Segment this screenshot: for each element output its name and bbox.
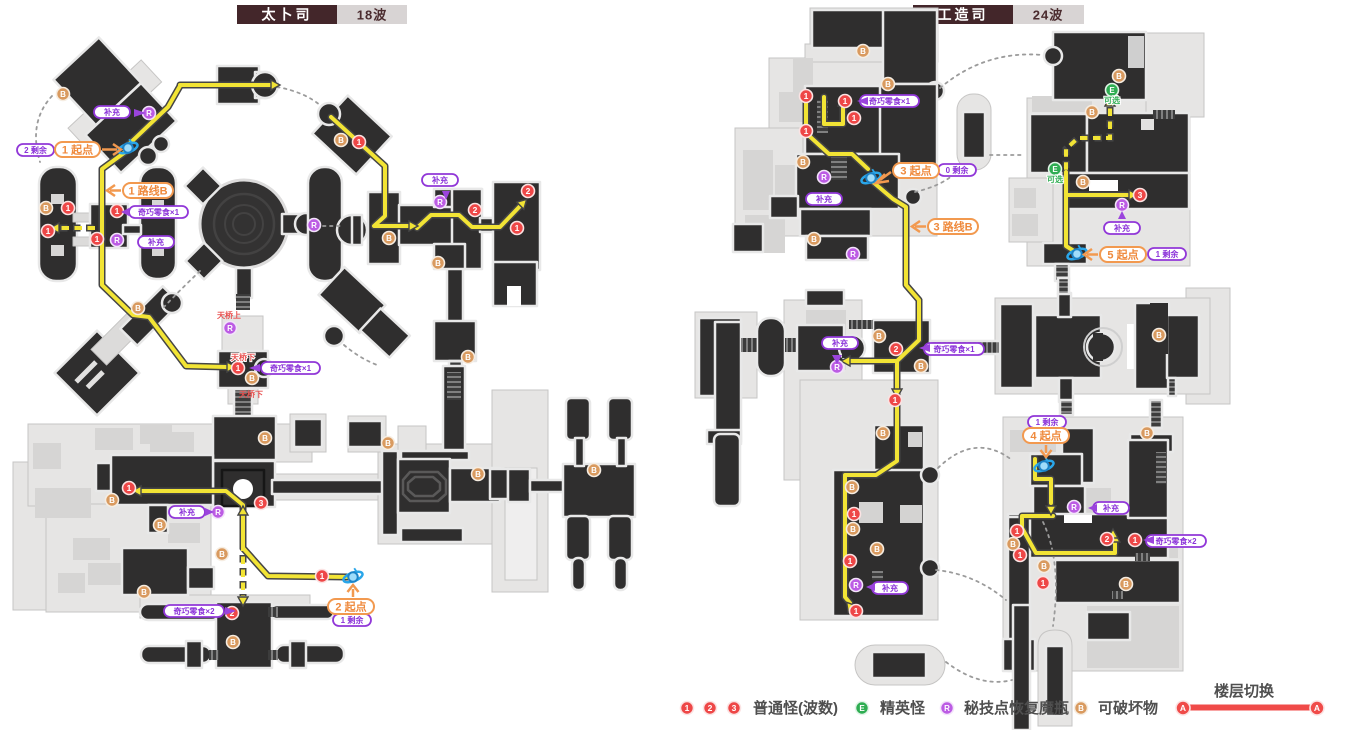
svg-text:0 剩余: 0 剩余 xyxy=(946,165,970,175)
svg-text:1 起点: 1 起点 xyxy=(62,143,93,157)
svg-text:补充: 补充 xyxy=(103,107,120,117)
svg-text:4 起点: 4 起点 xyxy=(1030,429,1061,443)
svg-text:楼层切换: 楼层切换 xyxy=(1214,682,1275,700)
svg-text:补充: 补充 xyxy=(147,237,164,247)
svg-text:3 路线B: 3 路线B xyxy=(933,220,972,234)
svg-text:可破坏物: 可破坏物 xyxy=(1098,699,1158,717)
svg-text:天桥上: 天桥上 xyxy=(217,310,241,320)
svg-text:补充: 补充 xyxy=(178,507,195,517)
svg-text:2 起点: 2 起点 xyxy=(335,600,366,614)
svg-text:奇巧零食×2: 奇巧零食×2 xyxy=(173,606,215,616)
svg-text:A: A xyxy=(1314,703,1320,713)
svg-text:1 剩余: 1 剩余 xyxy=(1036,417,1060,427)
svg-text:A: A xyxy=(1180,703,1186,713)
svg-text:普通怪(波数): 普通怪(波数) xyxy=(753,699,838,717)
svg-text:补充: 补充 xyxy=(831,338,848,348)
svg-text:秘技点恢复魔瓶: 秘技点恢复魔瓶 xyxy=(964,699,1069,717)
svg-text:补充: 补充 xyxy=(881,583,898,593)
svg-text:可选: 可选 xyxy=(1104,95,1120,105)
svg-text:天桥下: 天桥下 xyxy=(239,389,263,399)
svg-text:工造司: 工造司 xyxy=(938,7,989,23)
svg-text:5 起点: 5 起点 xyxy=(1107,248,1138,262)
svg-text:1 剩余: 1 剩余 xyxy=(341,615,365,625)
svg-text:奇巧零食×1: 奇巧零食×1 xyxy=(138,207,180,217)
svg-text:补充: 补充 xyxy=(1102,503,1119,513)
svg-text:奇巧零食×1: 奇巧零食×1 xyxy=(933,344,975,354)
svg-text:1 剩余: 1 剩余 xyxy=(1156,249,1180,259)
svg-text:奇巧零食×1: 奇巧零食×1 xyxy=(270,363,312,373)
svg-text:奇巧零食×1: 奇巧零食×1 xyxy=(869,96,911,106)
svg-text:1 路线B: 1 路线B xyxy=(128,184,167,198)
svg-text:可选: 可选 xyxy=(1047,174,1063,184)
svg-text:太卜司: 太卜司 xyxy=(262,7,313,23)
svg-text:24波: 24波 xyxy=(1033,8,1063,23)
svg-text:18波: 18波 xyxy=(357,8,387,23)
svg-text:天桥下: 天桥下 xyxy=(231,352,255,362)
svg-text:2 剩余: 2 剩余 xyxy=(24,145,48,155)
svg-text:补充: 补充 xyxy=(1113,223,1130,233)
svg-text:精英怪: 精英怪 xyxy=(880,699,926,717)
svg-text:补充: 补充 xyxy=(815,194,832,204)
svg-text:奇巧零食×2: 奇巧零食×2 xyxy=(1155,536,1197,546)
svg-text:补充: 补充 xyxy=(431,175,448,185)
svg-text:3 起点: 3 起点 xyxy=(900,164,931,178)
